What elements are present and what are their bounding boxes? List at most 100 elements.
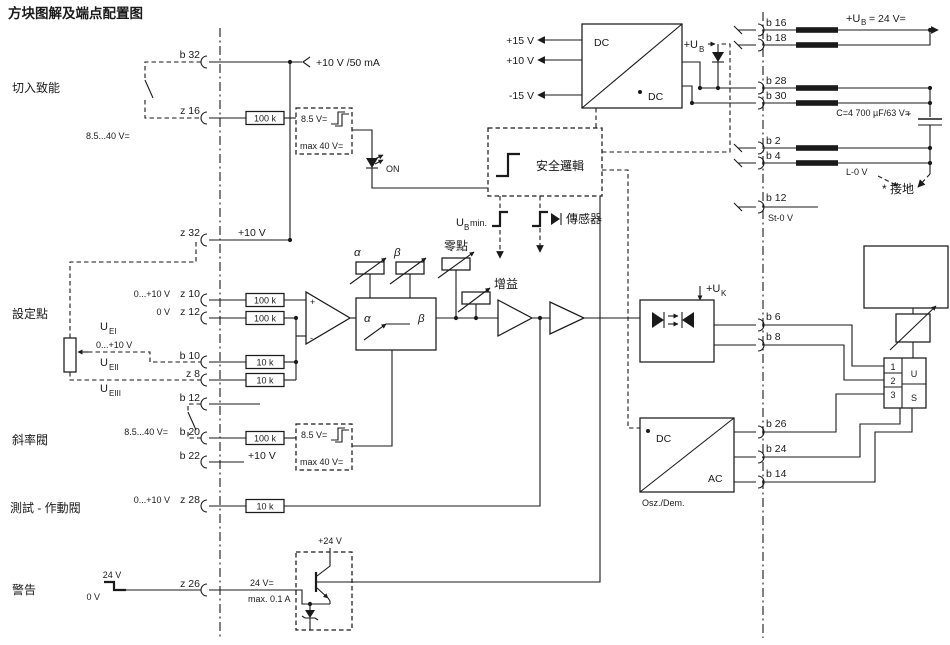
terminal-label-b4: b 4	[766, 150, 781, 162]
terminal-label-z8: z 8	[186, 368, 200, 380]
terminal-label-z26: z 26	[180, 578, 200, 590]
ramp-beta-label: β	[417, 313, 425, 325]
connector-pin-2: 2	[890, 376, 895, 386]
label-z32-10v: +10 V	[238, 227, 266, 239]
capacitor-plus: +	[906, 109, 911, 119]
enable-section-wiring	[144, 55, 488, 247]
section-label-ramp: 斜率閥	[12, 432, 48, 447]
opamp-minus-input: -	[310, 333, 313, 343]
oszdem-label: Osz./Dem.	[642, 498, 685, 508]
section-label-warning: 警告	[12, 582, 36, 597]
zero-pot-label: 零點	[444, 239, 468, 253]
label-warn-voltage: 24 V=	[250, 578, 274, 588]
terminal-label-b26: b 26	[766, 418, 787, 430]
ubmin-subscript: B	[464, 223, 469, 232]
terminal-label-b28: b 28	[766, 75, 787, 87]
dcdc-converter-block	[537, 23, 701, 109]
terminal-label-z12: z 12	[180, 306, 200, 318]
label-b22-10v: +10 V	[248, 450, 276, 462]
terminal-label-b16: b 16	[766, 17, 787, 29]
dcdc-dc-in-label: DC	[594, 37, 610, 49]
gain-pot-label: 增益	[494, 277, 518, 291]
label-wiper-range: 0...+10 V	[96, 340, 132, 350]
label-z10-range: 0...+10 V	[134, 289, 170, 299]
ub-diode-subscript: B	[699, 45, 704, 54]
section-label-enable: 切入致能	[12, 81, 60, 95]
label-ue2-symbol: U	[100, 357, 108, 369]
supply-minus15-label: -15 V	[509, 90, 534, 102]
ub-supply-subscript: B	[861, 18, 866, 27]
diagram-title: 方块图解及端点配置图	[8, 5, 143, 21]
terminal-label-z10: z 10	[180, 288, 200, 300]
supply-plus15-label: +15 V	[506, 35, 534, 47]
label-ue2-subscript: EII	[109, 363, 119, 372]
terminal-label-b14: b 14	[766, 468, 787, 480]
resistor-value-z10: 100 k	[254, 296, 277, 306]
dcac-ac-label: AC	[708, 473, 723, 485]
connector-pin-1: 1	[890, 362, 895, 372]
label-earth: * 接地	[882, 181, 914, 196]
terminal-label-b32: b 32	[180, 49, 201, 61]
safety-logic-label: 安全邏輯	[536, 158, 584, 173]
resistor-value-b20: 100 k	[254, 434, 277, 444]
valve-connector-group	[863, 245, 949, 409]
junction-dots	[287, 27, 933, 607]
ubmin-symbol: U	[456, 217, 464, 229]
terminal-label-b24: b 24	[766, 443, 787, 455]
uk-subscript: K	[721, 289, 727, 298]
threshold-block2-value: 8.5 V=	[301, 430, 327, 440]
section-label-setpoint: 設定點	[12, 306, 48, 321]
label-ramp-voltage-range: 8.5...40 V=	[124, 427, 168, 437]
label-warn-0v: 0 V	[86, 592, 100, 602]
connector-pin-s: S	[911, 393, 917, 403]
ub-diode-branch	[708, 41, 724, 88]
terminal-label-b6: b 6	[766, 311, 781, 323]
ub-supply-value: = 24 V=	[869, 13, 906, 25]
resistor-value-z8: 10 k	[256, 376, 274, 386]
label-z12-0v: 0 V	[156, 307, 170, 317]
signal-chain-wiring	[349, 251, 640, 351]
section-label-test: 測試 - 作動閥	[10, 500, 81, 515]
threshold-block1-max: max 40 V=	[300, 141, 343, 151]
terminal-label-z16: z 16	[180, 105, 200, 117]
capacitor-value: C=4 700 µF/63 V=	[836, 108, 910, 118]
supply-plus10-label: +10 V	[506, 55, 534, 67]
connector-pin-3: 3	[890, 390, 895, 400]
terminal-label-b12-right: b 12	[766, 192, 787, 204]
resistor-value-z16: 100 k	[254, 114, 277, 124]
label-z28-range: 0...+10 V	[134, 495, 170, 505]
oscillator-block	[639, 393, 913, 493]
label-ue1-symbol: U	[100, 321, 108, 333]
safety-logic-block	[487, 43, 731, 429]
label-plus24v: +24 V	[318, 536, 342, 546]
right-terminal-wiring	[692, 23, 942, 214]
label-ue3-subscript: EIII	[109, 389, 121, 398]
terminal-label-b22: b 22	[180, 450, 201, 462]
sensor-label: 傳感器	[566, 211, 602, 226]
ub-diode-symbol: +U	[684, 39, 698, 51]
pot-alpha-label: α	[354, 247, 361, 259]
terminal-label-b2: b 2	[766, 135, 781, 147]
pot-beta-label: β	[393, 247, 401, 259]
terminal-label-b8: b 8	[766, 331, 781, 343]
led-on-label: ON	[386, 164, 400, 174]
label-enable-voltage-range: 8.5...40 V=	[86, 131, 130, 141]
resistor-value-b10: 10 k	[256, 358, 274, 368]
terminal-label-b10: b 10	[180, 350, 201, 362]
label-ue1-subscript: EI	[109, 327, 117, 336]
connector-pin-u: U	[911, 369, 918, 379]
terminal-label-z28: z 28	[180, 494, 200, 506]
terminal-label-b12-left: b 12	[180, 392, 201, 404]
ramp-alpha-label: α	[364, 313, 371, 325]
dcac-dc-label: DC	[656, 433, 672, 445]
ramp-section-wiring	[187, 350, 393, 471]
label-warn-24v: 24 V	[103, 570, 122, 580]
label-ue3-symbol: U	[100, 383, 108, 395]
threshold-block1-value: 8.5 V=	[301, 114, 327, 124]
terminal-label-z32: z 32	[180, 227, 200, 239]
label-10v-50ma: +10 V /50 mA	[316, 57, 380, 69]
resistor-value-z28: 10 k	[256, 502, 274, 512]
opamp-plus-input: +	[310, 297, 315, 307]
ub-supply-symbol: +U	[846, 13, 860, 25]
